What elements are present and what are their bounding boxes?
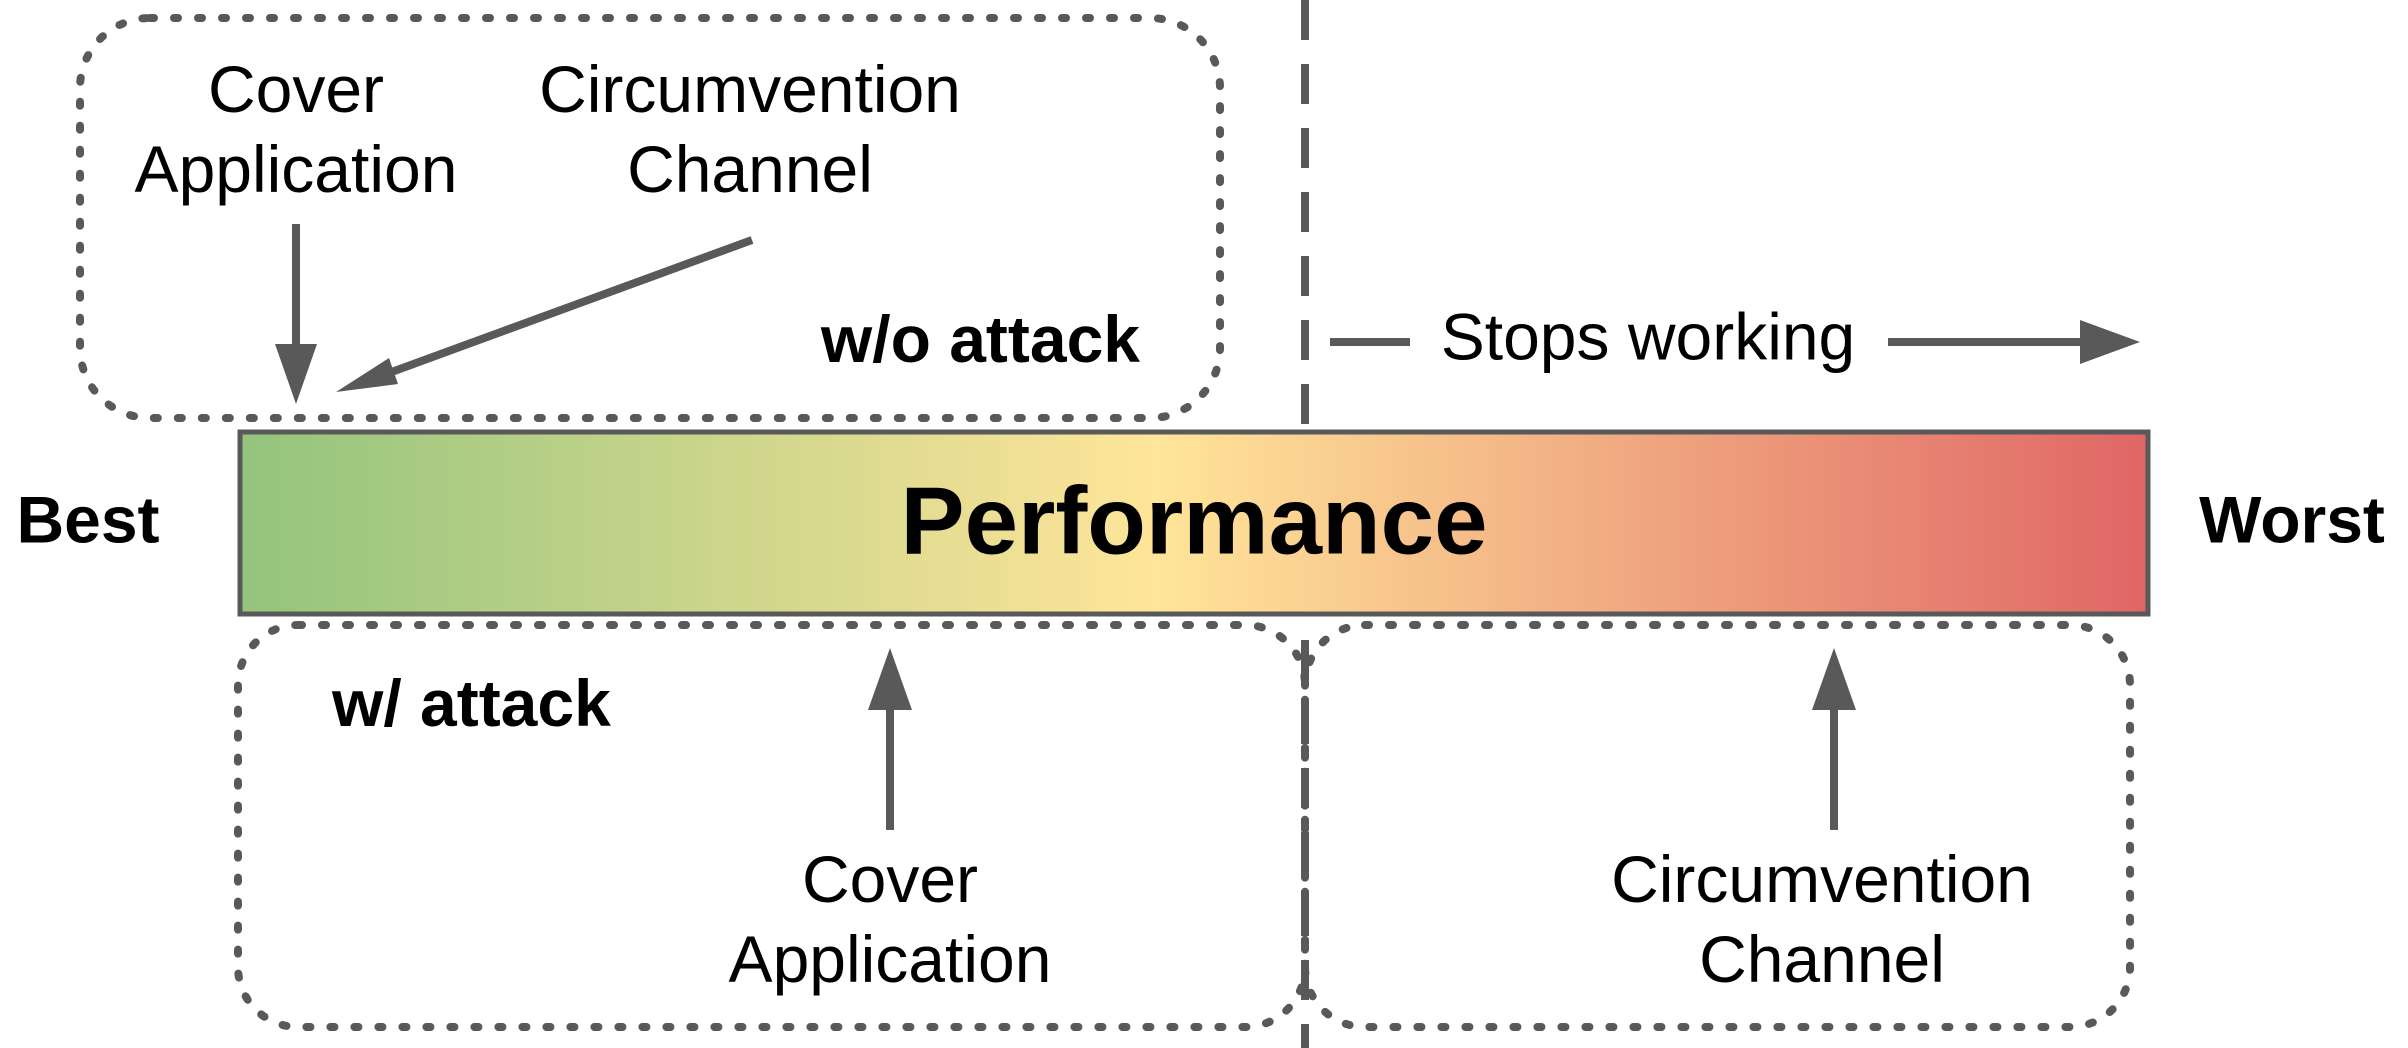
- stops-working-label: Stops working: [1441, 299, 1856, 373]
- top-channel-arrow: [336, 236, 754, 392]
- bottom-channel-label-line2: Channel: [1699, 922, 1945, 996]
- without-attack-title: w/o attack: [820, 302, 1140, 376]
- top-cover-arrow: [275, 224, 317, 404]
- bottom-channel-arrow: [1812, 648, 1856, 830]
- bottom-cover-label-line2: Application: [729, 922, 1052, 996]
- worst-label: Worst: [2199, 482, 2385, 556]
- bottom-cover-label-line1: Cover: [802, 842, 978, 916]
- bottom-channel-label-line1: Circumvention: [1611, 842, 2033, 916]
- with-attack-title: w/ attack: [331, 666, 611, 740]
- stops-working-arrow: [1330, 320, 2140, 364]
- performance-bar: [237, 429, 2151, 617]
- without-attack-box: [76, 14, 1224, 422]
- performance-label: Performance: [901, 467, 1488, 574]
- bottom-cover-arrow: [868, 648, 912, 830]
- best-label: Best: [16, 482, 159, 556]
- top-cover-label-line2: Application: [135, 132, 458, 206]
- top-channel-label-line1: Circumvention: [539, 52, 961, 126]
- top-channel-label-line2: Channel: [627, 132, 873, 206]
- top-cover-label-line1: Cover: [208, 52, 384, 126]
- with-attack-box-right: [1301, 621, 2134, 1031]
